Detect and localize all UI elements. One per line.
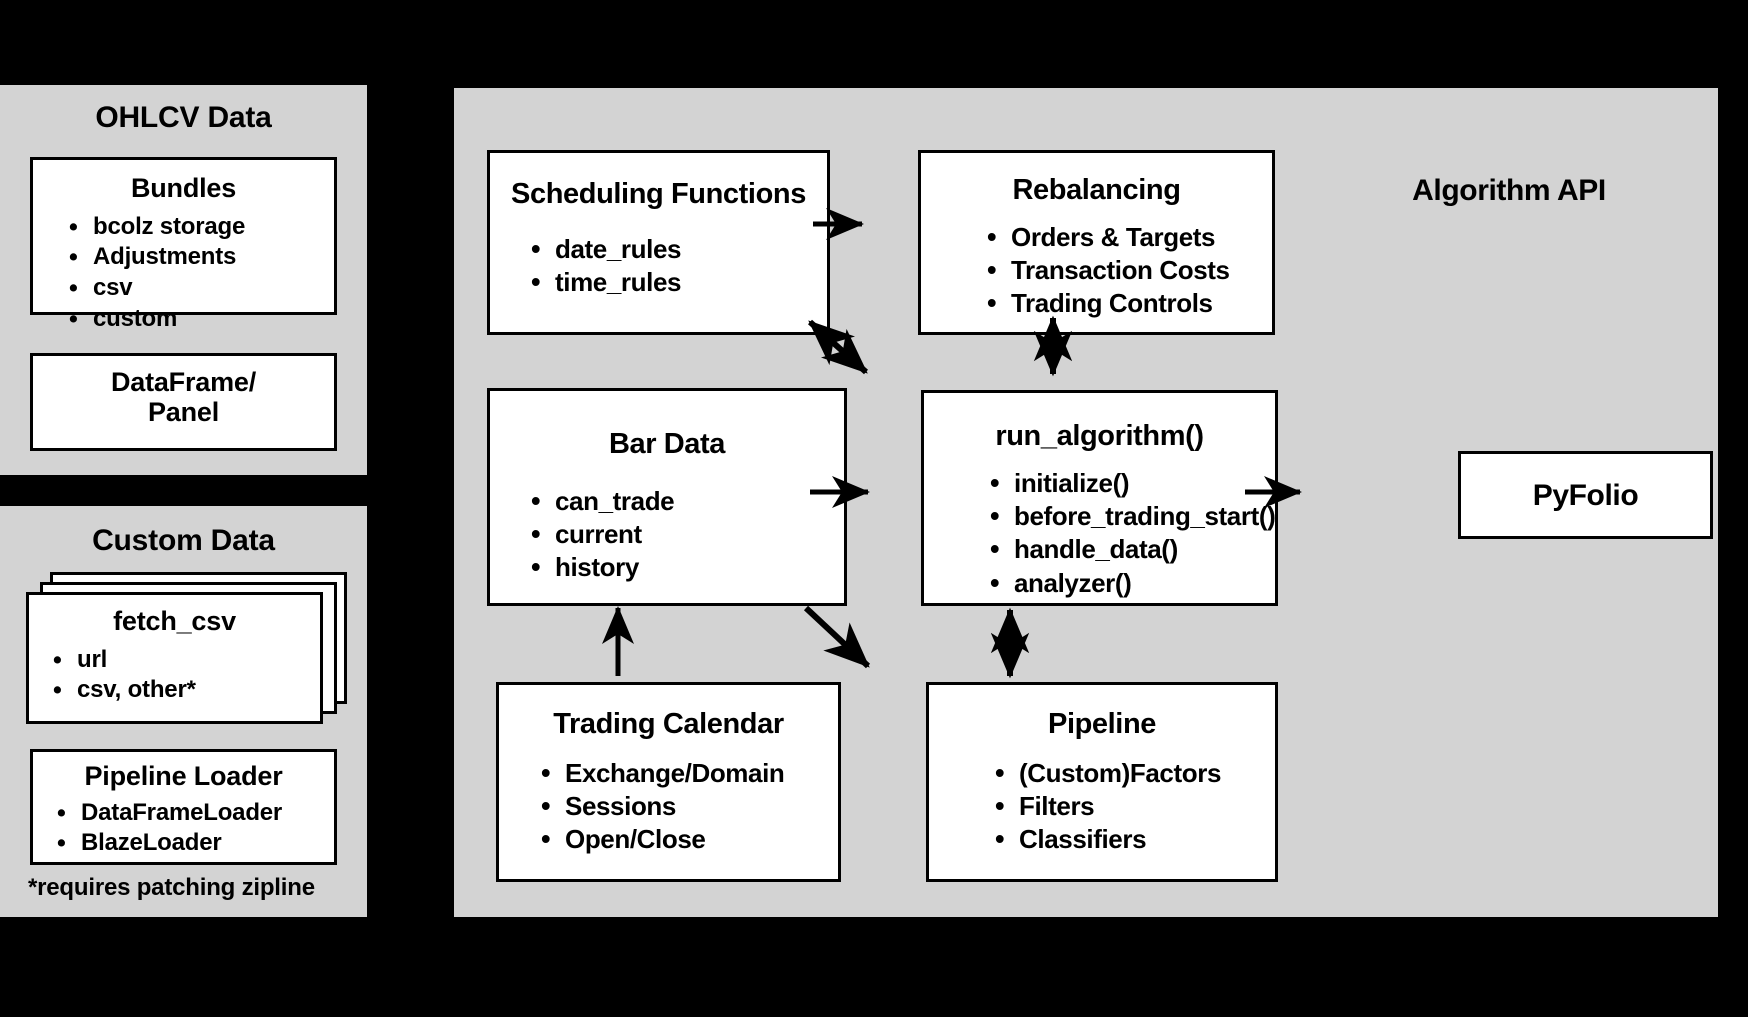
list-item: csv (69, 272, 334, 304)
pipeline-title: Pipeline (1048, 708, 1156, 740)
bundles-card: Bundles bcolz storage Adjustments csv cu… (30, 157, 337, 335)
list-item: Sessions (541, 789, 838, 824)
list-item: Open/Close (541, 822, 838, 857)
pipeline-bullet-list: (Custom)Factors Filters Classifiers (995, 756, 1275, 858)
bundles-title: Bundles (130, 173, 237, 203)
scheduling-functions-card: Scheduling Functions date_rules time_rul… (487, 150, 830, 335)
bundles-bullet-list: bcolz storage Adjustments csv custom (69, 211, 334, 335)
pipeline-loader-bullet-list: DataFrameLoader BlazeLoader (57, 797, 334, 860)
list-item: custom (69, 303, 334, 335)
pyfolio-title: PyFolio (1532, 478, 1639, 512)
dataframe-panel-title-line2: Panel (147, 396, 220, 427)
pipeline-card: Pipeline (Custom)Factors Filters Classif… (926, 682, 1278, 882)
list-item: Adjustments (69, 241, 334, 273)
fetch-csv-bullet-list: url csv, other* (53, 644, 320, 707)
list-item: url (53, 644, 320, 676)
list-item: bcolz storage (69, 211, 334, 243)
fetch-csv-title: fetch_csv (113, 606, 236, 636)
dataframe-panel-card: DataFrame/ Panel (30, 353, 337, 451)
bar-data-card: Bar Data can_trade current history (487, 388, 847, 606)
list-item: initialize() (990, 466, 1275, 501)
pipeline-loader-card: Pipeline Loader DataFrameLoader BlazeLoa… (30, 749, 337, 865)
run-algorithm-card: run_algorithm() initialize() before_trad… (921, 390, 1278, 606)
pipeline-loader-title: Pipeline Loader (84, 761, 283, 791)
list-item: DataFrameLoader (57, 797, 334, 829)
scheduling-functions-title: Scheduling Functions (511, 178, 806, 210)
algorithm-api-panel: Algorithm API Scheduling Functions date_… (454, 88, 1718, 917)
scheduling-functions-bullet-list: date_rules time_rules (531, 232, 827, 300)
list-item: Transaction Costs (987, 253, 1272, 288)
rebalancing-title: Rebalancing (1012, 174, 1181, 206)
list-item: Orders & Targets (987, 220, 1272, 255)
custom-data-footnote: *requires patching zipline (28, 874, 315, 901)
list-item: date_rules (531, 232, 827, 267)
list-item: BlazeLoader (57, 827, 334, 859)
trading-calendar-card: Trading Calendar Exchange/Domain Session… (496, 682, 841, 882)
list-item: can_trade (531, 484, 844, 519)
custom-data-panel: Custom Data fetch_csv url csv, other* Pi… (0, 506, 367, 917)
list-item: (Custom)Factors (995, 756, 1275, 791)
list-item: Filters (995, 789, 1275, 824)
rebalancing-card: Rebalancing Orders & Targets Transaction… (918, 150, 1275, 335)
list-item: csv, other* (53, 674, 320, 706)
algorithm-api-heading: Algorithm API (1412, 174, 1606, 207)
fetch-csv-card: fetch_csv url csv, other* (26, 592, 323, 724)
ohlcv-data-panel: OHLCV Data Bundles bcolz storage Adjustm… (0, 85, 367, 475)
list-item: Trading Controls (987, 286, 1272, 321)
rebalancing-bullet-list: Orders & Targets Transaction Costs Tradi… (987, 220, 1272, 322)
trading-calendar-title: Trading Calendar (553, 708, 784, 740)
list-item: time_rules (531, 265, 827, 300)
list-item: Classifiers (995, 822, 1275, 857)
list-item: current (531, 517, 844, 552)
list-item: history (531, 550, 844, 585)
list-item: handle_data() (990, 532, 1275, 567)
bar-data-bullet-list: can_trade current history (531, 484, 844, 586)
pyfolio-card: PyFolio (1458, 451, 1713, 539)
bar-data-title: Bar Data (608, 428, 726, 460)
run-algorithm-bullet-list: initialize() before_trading_start() hand… (990, 466, 1276, 601)
list-item: Exchange/Domain (541, 756, 838, 791)
trading-calendar-bullet-list: Exchange/Domain Sessions Open/Close (541, 756, 838, 858)
run-algorithm-title: run_algorithm() (995, 420, 1204, 452)
list-item: before_trading_start() (990, 499, 1276, 534)
dataframe-panel-title-line1: DataFrame/ (110, 367, 257, 397)
custom-data-heading: Custom Data (92, 524, 275, 557)
list-item: analyzer() (990, 566, 1275, 601)
ohlcv-data-heading: OHLCV Data (95, 101, 272, 134)
